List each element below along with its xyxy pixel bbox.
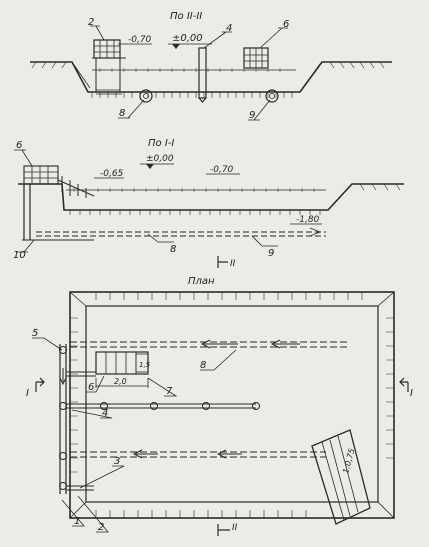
pipe-8-icon: [139, 89, 153, 103]
callout-5-plan: 5: [32, 328, 38, 339]
plan-slope-label: 1:0,75: [341, 447, 356, 474]
callout-4-plan: 4: [102, 408, 108, 419]
section-1-title: По I-I: [148, 138, 174, 149]
callout-6-section-2: 6: [283, 19, 289, 30]
section-1-view: По I-I ±0,00 -0,65 -0,70 -1,80 6 10: [13, 138, 404, 269]
section-1-level-left: -0,65: [100, 169, 124, 179]
callout-8-section-1: 8: [170, 244, 176, 255]
callout-4-section-2: 4: [226, 23, 232, 34]
section-mark-1-right: I: [410, 388, 413, 399]
plan-view: План 1,5 2,0: [26, 276, 413, 536]
callout-2-section-2: 2: [88, 17, 94, 28]
section-1-level-right: -0,70: [210, 165, 234, 175]
callout-9-section-1: 9: [268, 248, 274, 259]
section-2-view: По II-II ±0,00 -0,70: [30, 11, 392, 121]
pit-outer-outline: [69, 291, 395, 519]
callout-1-plan: 1: [74, 516, 80, 527]
section-2-post: [198, 47, 207, 99]
section-1-level-zero: ±0,00: [146, 154, 174, 164]
section-2-level-zero: ±0,00: [172, 33, 203, 44]
callout-2-plan: 2: [98, 522, 104, 533]
section-1-level-pipe: -1,80: [296, 215, 320, 225]
callout-7-plan: 7: [166, 386, 173, 397]
pipe-9-icon: [265, 89, 279, 103]
callout-3-plan: 3: [114, 456, 120, 467]
section-1-frame: [23, 165, 59, 185]
callout-8-plan: 8: [200, 360, 206, 371]
plan-ramp: 1:0,75: [311, 429, 371, 525]
plan-dim-width: 2,0: [114, 377, 127, 386]
plan-dim-height: 1,5: [139, 361, 151, 369]
section-2-level-left: -0,70: [128, 35, 152, 45]
section-2-title: По II-II: [170, 11, 202, 22]
plan-title: План: [188, 276, 215, 287]
level-marker-icon: [172, 44, 180, 49]
callout-6-section-1: 6: [16, 140, 22, 151]
callout-9-section-2: 9: [249, 110, 255, 121]
section-mark-2-top: II: [230, 259, 236, 269]
callout-10-section-1: 10: [13, 250, 26, 261]
section-2-hatching: [31, 61, 385, 98]
section-mark-2-bottom: II: [232, 523, 238, 533]
section-mark-1-left: I: [26, 388, 29, 399]
callout-6-plan: 6: [88, 382, 94, 393]
callout-8-section-2: 8: [119, 108, 125, 119]
